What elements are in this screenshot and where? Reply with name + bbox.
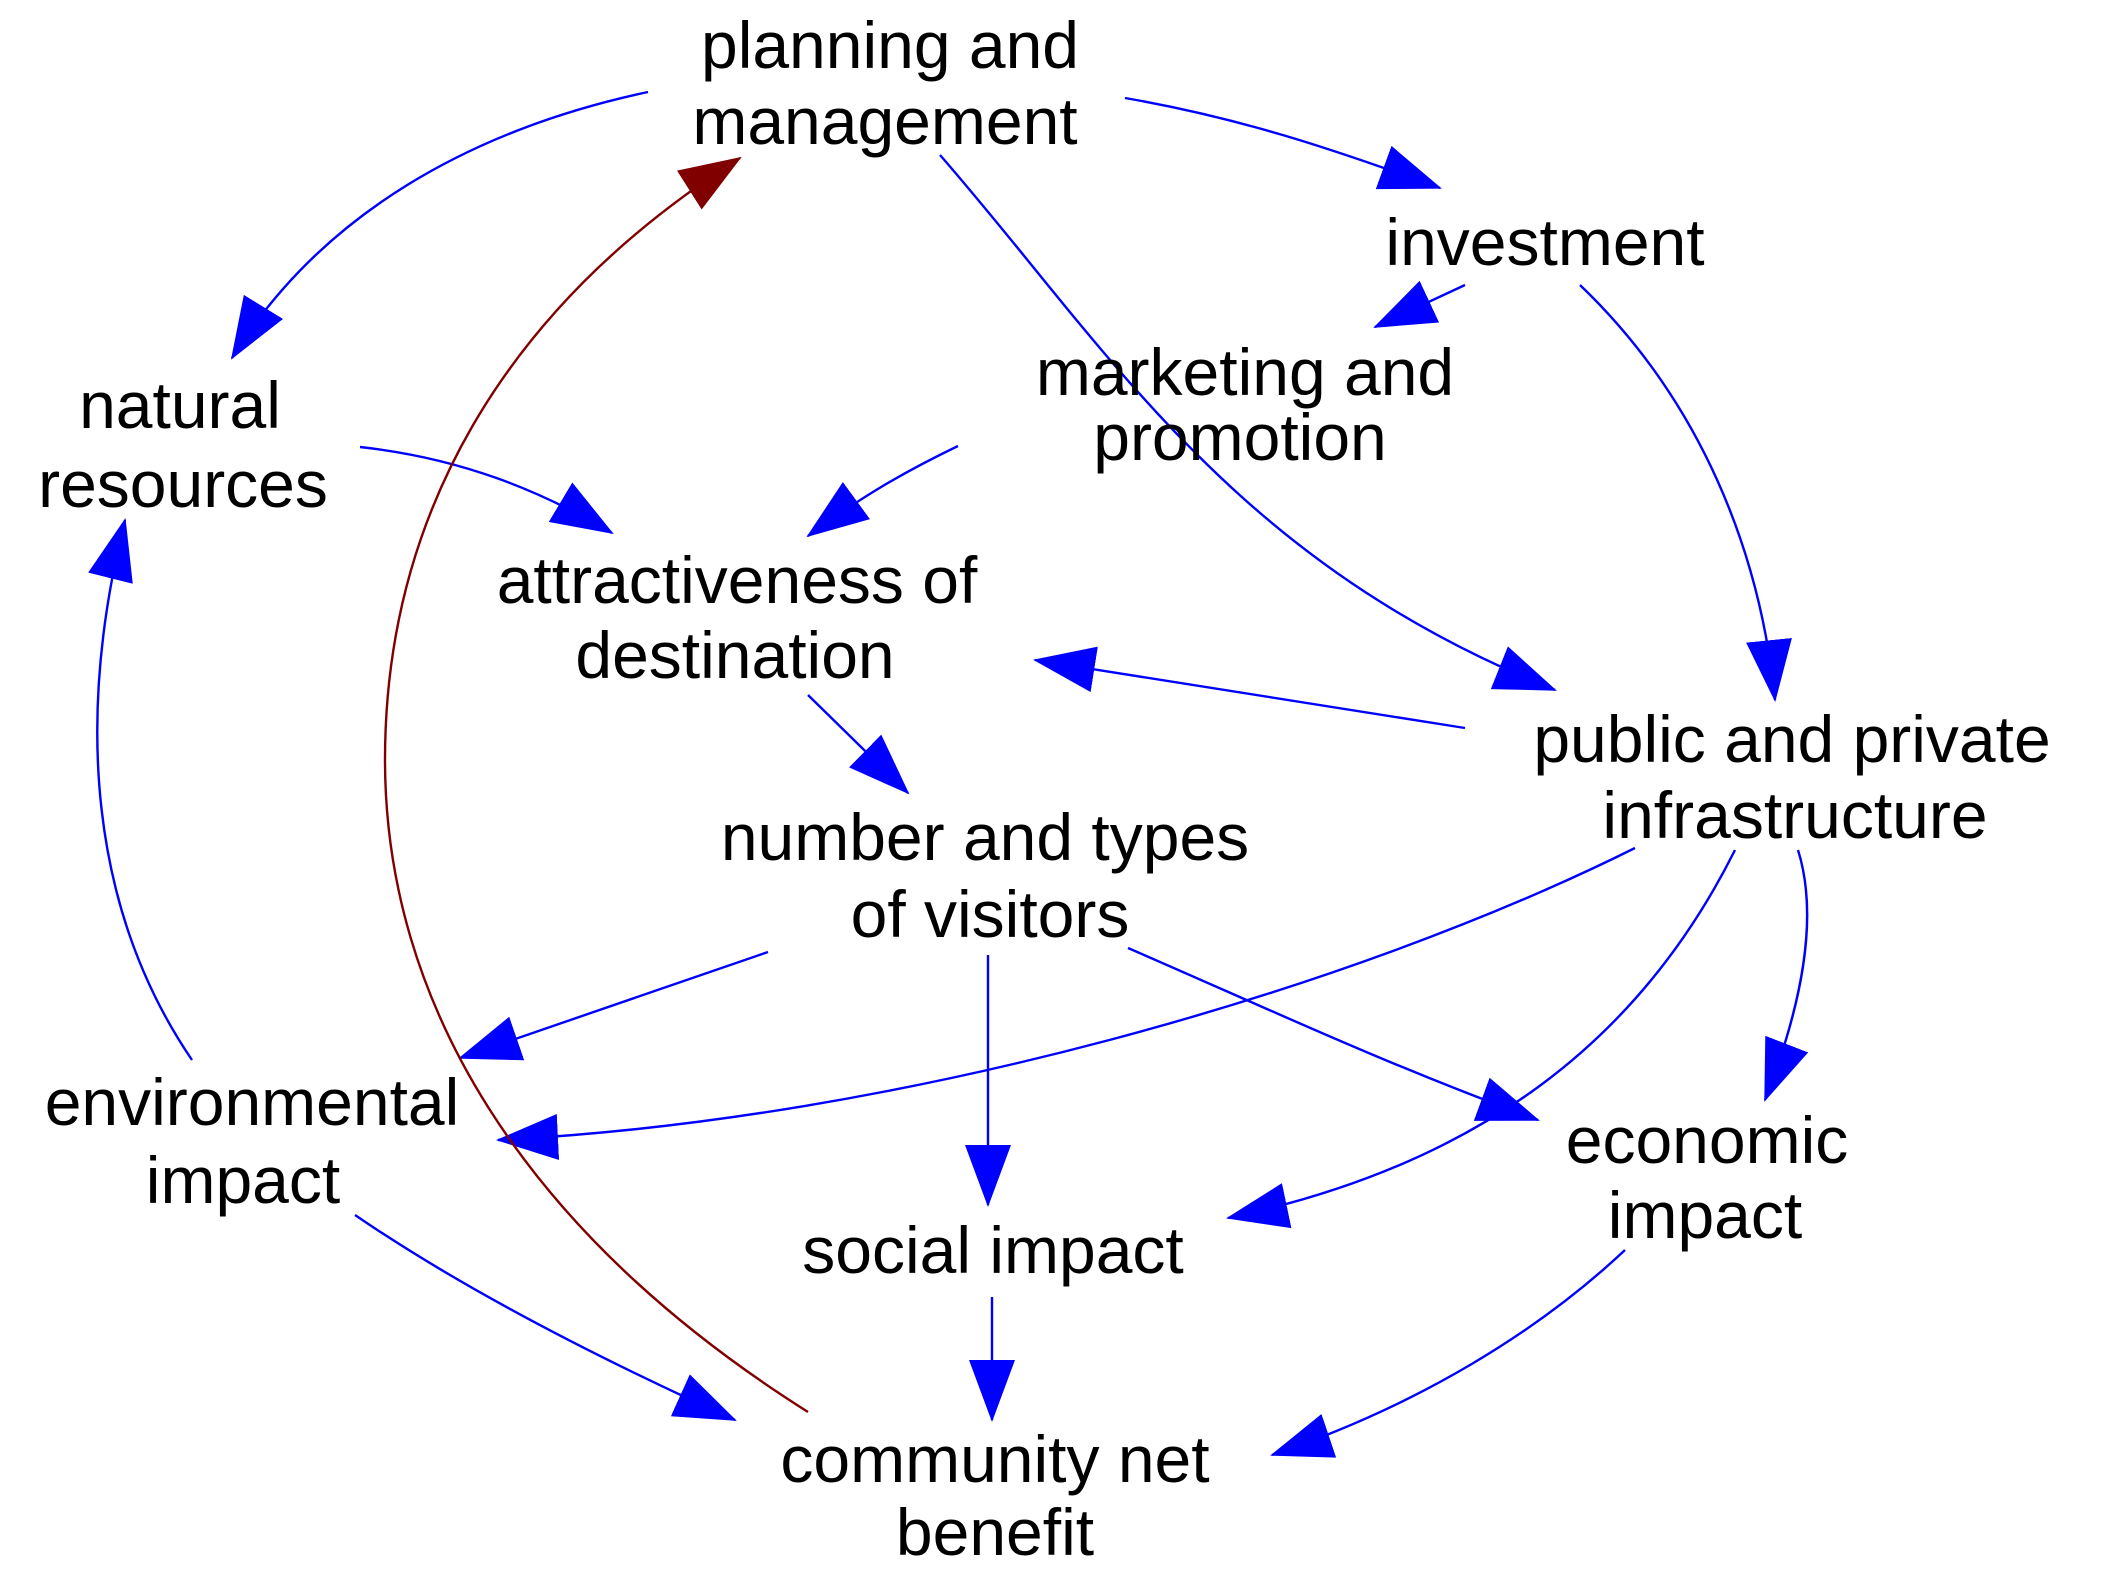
node-marketing-and-promotion: marketing and promotion — [1036, 335, 1454, 474]
edge-investment-to-infrastructure — [1579, 284, 1792, 702]
node-infrastructure-line2: infrastructure — [1602, 778, 1987, 852]
node-community-net-benefit: community net benefit — [780, 1422, 1209, 1569]
node-environmental-line2: impact — [146, 1143, 340, 1217]
node-natural-resources: natural resources — [38, 368, 328, 521]
edge-environmental-to-community — [354, 1214, 737, 1422]
edge-visitors-to-environmental — [458, 950, 769, 1061]
node-marketing-line2: promotion — [1093, 400, 1387, 474]
node-environmental-impact: environmental impact — [45, 1065, 460, 1217]
node-public-and-private-infrastructure: public and private infrastructure — [1533, 702, 2050, 852]
edge-attractiveness-to-visitors — [807, 694, 910, 795]
edge-infrastructure-to-social — [1226, 849, 1737, 1229]
node-visitors-line1: number and types — [721, 800, 1249, 874]
node-marketing-line1: marketing and — [1036, 335, 1454, 409]
node-economic-line2: impact — [1608, 1178, 1802, 1252]
edge-infrastructure-to-environmental — [496, 846, 1636, 1160]
edge-planning-to-infrastructure — [939, 154, 1557, 692]
edge-marketing-to-attractiveness — [806, 444, 959, 538]
edge-infrastructure-to-economic — [1763, 849, 1809, 1102]
edges — [88, 90, 1809, 1458]
node-attractiveness-line1: attractiveness of — [497, 543, 978, 617]
node-community-line2: benefit — [896, 1495, 1094, 1569]
node-planning-and-management: planning and management — [692, 8, 1079, 158]
node-infrastructure-line1: public and private — [1533, 702, 2050, 776]
node-social-line1: social impact — [802, 1213, 1183, 1287]
edge-natural-to-attractiveness — [359, 445, 614, 535]
edge-infrastructure-to-attractiveness — [1033, 646, 1466, 730]
edge-economic-to-community — [1270, 1249, 1626, 1458]
edge-environmental-to-natural — [88, 518, 193, 1061]
node-economic-line1: economic — [1566, 1103, 1848, 1177]
node-natural-line1: natural — [79, 368, 281, 442]
edge-community-to-planning-feedback — [383, 156, 809, 1414]
edge-planning-to-natural — [230, 90, 649, 360]
node-natural-line2: resources — [38, 447, 328, 521]
node-attractiveness-line2: destination — [575, 618, 894, 692]
node-community-line1: community net — [780, 1422, 1209, 1496]
node-environmental-line1: environmental — [45, 1065, 460, 1139]
node-number-and-types-of-visitors: number and types of visitors — [721, 800, 1249, 951]
edge-visitors-to-economic — [1127, 946, 1540, 1122]
node-attractiveness-of-destination: attractiveness of destination — [497, 543, 978, 692]
node-planning-line1: planning and — [701, 8, 1079, 82]
node-investment: investment — [1385, 205, 1704, 279]
edge-planning-to-investment — [1124, 96, 1442, 190]
edge-investment-to-marketing — [1373, 280, 1466, 329]
node-planning-line2: management — [692, 84, 1077, 158]
node-investment-line1: investment — [1385, 205, 1704, 279]
node-economic-impact: economic impact — [1566, 1103, 1848, 1252]
node-social-impact: social impact — [802, 1213, 1183, 1287]
node-visitors-line2: of visitors — [851, 877, 1130, 951]
